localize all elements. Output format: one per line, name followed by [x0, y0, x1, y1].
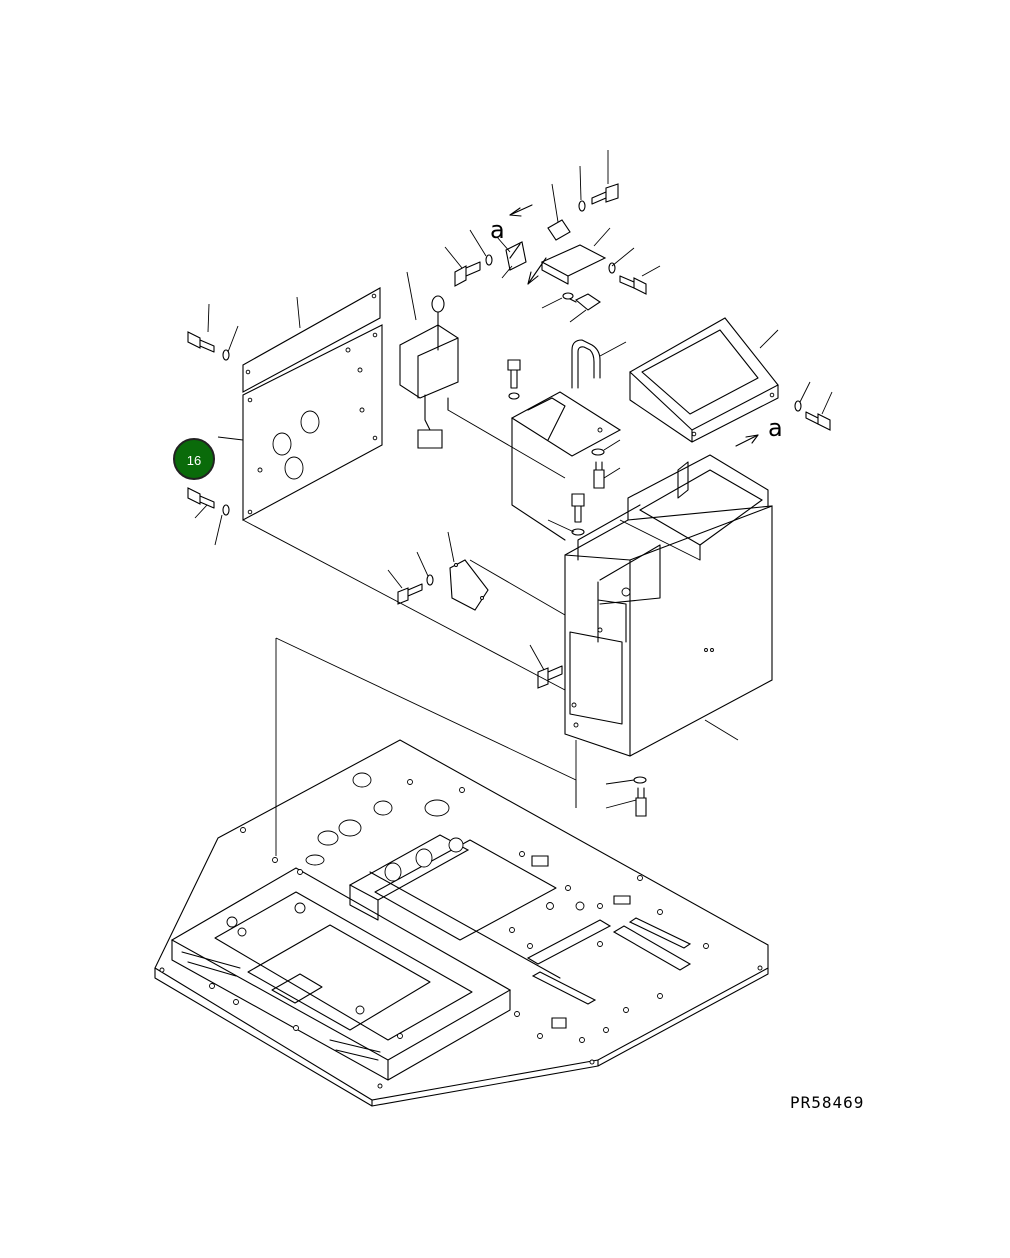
- section-mark-a-upper: a: [490, 216, 505, 244]
- floor-plate: [154, 739, 769, 1107]
- bracket-plate: [510, 391, 622, 541]
- callout-marker-circle[interactable]: [173, 438, 215, 480]
- fasteners: [187, 183, 831, 817]
- u-tube: [571, 339, 601, 389]
- console-cover: [629, 317, 779, 443]
- assembly-lines: [194, 150, 833, 856]
- callout-marker-16[interactable]: 16: [173, 438, 215, 480]
- hinge-bracket-upper: [505, 219, 607, 285]
- section-mark-a-right: a: [768, 414, 783, 442]
- callout-marker-label[interactable]: 16: [187, 453, 201, 468]
- switch-assembly: [399, 295, 459, 449]
- rear-panel: [242, 287, 383, 521]
- drawing-code: PR58469: [790, 1093, 864, 1112]
- console-box: [564, 454, 773, 757]
- small-cover-plate: [449, 559, 489, 611]
